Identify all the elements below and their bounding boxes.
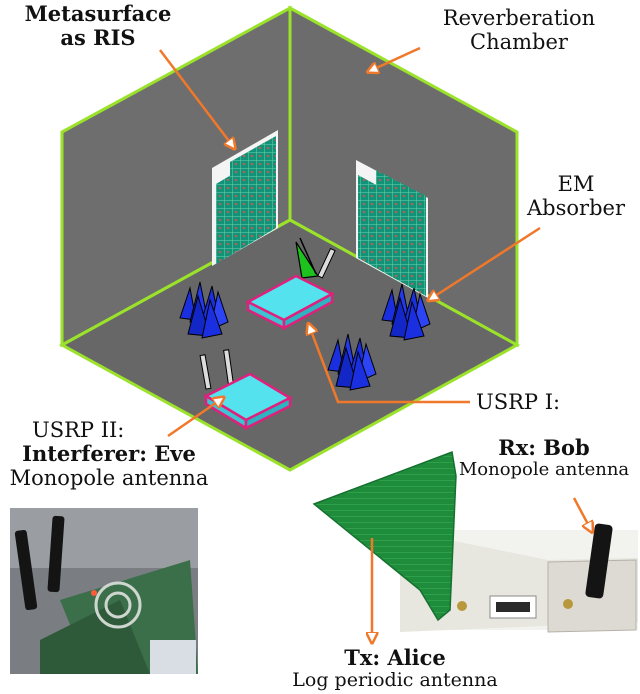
- ris-line1: Metasurface: [14, 2, 182, 26]
- alice-label: Tx: Alice: [270, 646, 520, 670]
- label-usrp2-group: USRP II: Interferer: Eve Monopole antenn…: [0, 418, 218, 490]
- label-em-absorber: EM Absorber: [518, 172, 634, 220]
- label-usrp1: USRP I:: [476, 390, 560, 414]
- absorber-line1: EM: [518, 172, 634, 196]
- usrp2-line: USRP II:: [0, 418, 218, 442]
- bob-antenna-label: Monopole antenna: [446, 460, 640, 481]
- label-alice-group: Tx: Alice Log periodic antenna: [270, 646, 520, 692]
- label-bob-group: Rx: Bob Monopole antenna: [446, 436, 640, 481]
- absorber-line2: Absorber: [518, 196, 634, 220]
- eve-antenna-label: Monopole antenna: [0, 466, 218, 490]
- label-reverberation-chamber: Reverberation Chamber: [416, 6, 622, 54]
- alice-antenna-label: Log periodic antenna: [270, 670, 520, 692]
- label-metasurface: Metasurface as RIS: [14, 2, 182, 50]
- bob-label: Rx: Bob: [446, 436, 640, 460]
- chamber-line2: Chamber: [416, 30, 622, 54]
- chamber-line1: Reverberation: [416, 6, 622, 30]
- arrow-bob: [574, 498, 590, 528]
- eve-label: Interferer: Eve: [0, 442, 218, 466]
- ris-line2: as RIS: [14, 26, 182, 50]
- log-periodic-antenna-icon: [314, 452, 456, 620]
- interferer-eve-photo: [10, 508, 198, 674]
